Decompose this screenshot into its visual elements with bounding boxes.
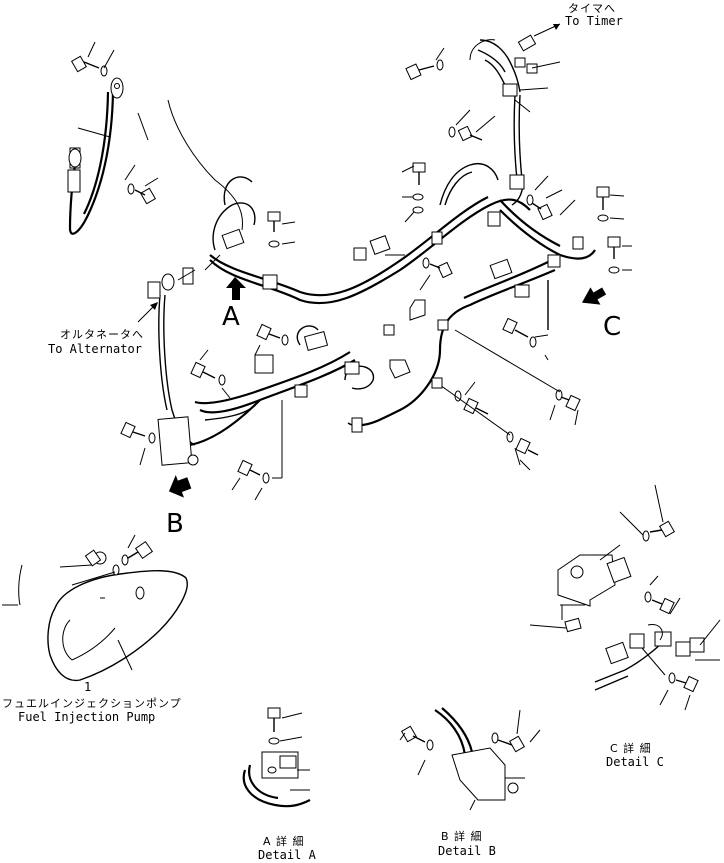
bolt-group-upper-left xyxy=(70,41,159,205)
pump-part-number: 1 xyxy=(84,680,92,694)
alternator-label-ja: オルタネータへ xyxy=(60,328,144,341)
view-b-label: B xyxy=(166,509,184,539)
pump-label-ja: フュエルインジェクションポンプ xyxy=(2,697,182,710)
detail-b-label-en: Detail B xyxy=(438,844,496,858)
clamps-connectors xyxy=(147,211,584,466)
alternator-arrow xyxy=(137,302,158,323)
alternator-label-en: To Alternator xyxy=(48,342,142,356)
timer-connectors xyxy=(469,23,561,190)
view-a-label: A xyxy=(222,302,240,332)
view-b-arrow xyxy=(168,475,192,498)
detail-b-drawing xyxy=(399,707,541,811)
view-c-label: C xyxy=(603,312,622,342)
detail-c-label-ja: C 詳 細 xyxy=(610,742,652,755)
pump-label-en: Fuel Injection Pump xyxy=(18,710,156,724)
fuel-injection-pump xyxy=(2,534,188,682)
timer-label-ja: タイマへ xyxy=(568,2,616,15)
bolts-center xyxy=(120,47,632,501)
view-arrows xyxy=(168,277,607,498)
detail-b-label-ja: B 詳 細 xyxy=(441,830,483,843)
detail-a-label-ja: A 詳 細 xyxy=(263,835,305,848)
view-c-arrow xyxy=(581,287,607,305)
view-a-arrow xyxy=(226,277,246,300)
detail-c-drawing xyxy=(529,484,721,711)
battery-cable xyxy=(67,77,124,235)
detail-a-label-en: Detail A xyxy=(258,848,316,862)
detail-c-label-en: Detail C xyxy=(606,755,664,769)
main-harness xyxy=(158,94,596,447)
timer-label-en: To Timer xyxy=(565,14,623,28)
detail-a-drawing xyxy=(242,707,311,808)
